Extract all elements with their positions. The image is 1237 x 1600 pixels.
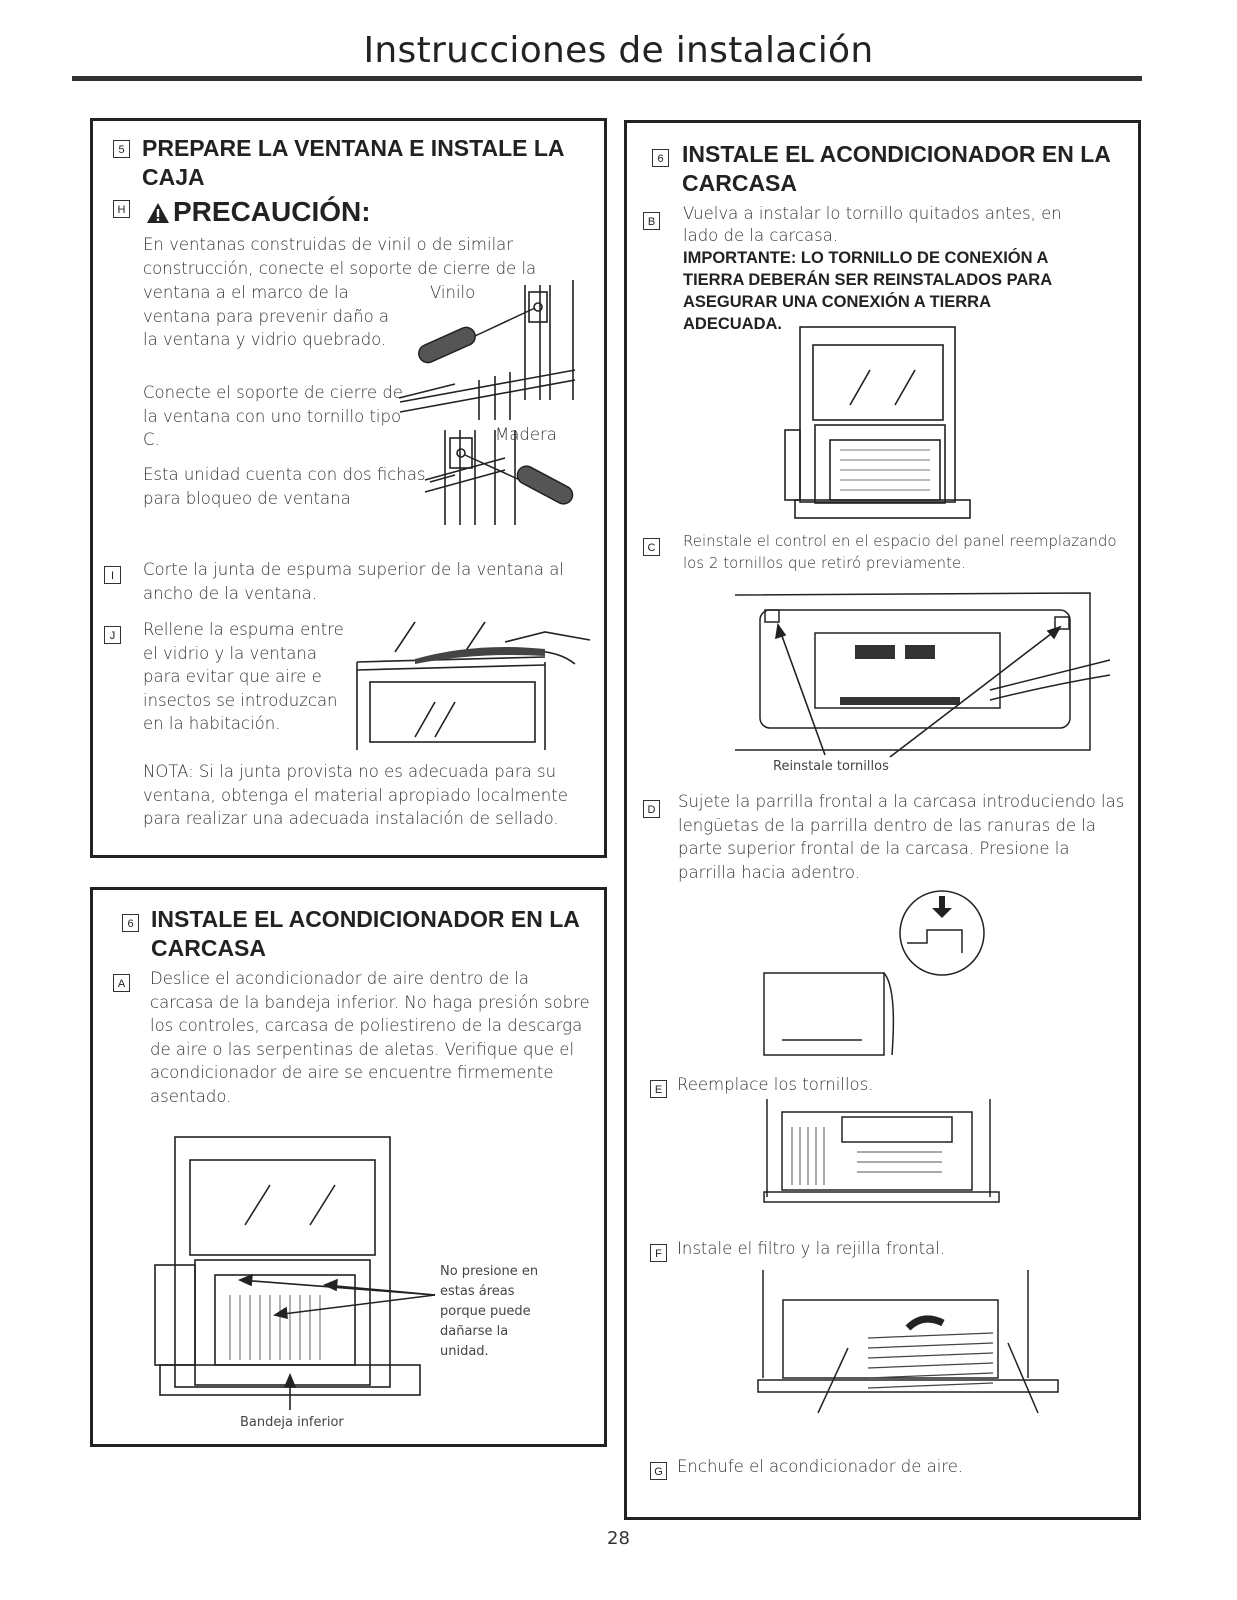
filter-grille-illustration <box>757 1270 1059 1414</box>
panel-step6a <box>90 887 607 1447</box>
step5i-text: Corte la junta de espuma superior de la … <box>143 560 564 603</box>
step6b-e-marker: E <box>650 1080 667 1098</box>
step6b-e-text: Reemplace los tornillos. <box>677 1075 874 1094</box>
grille-attach-illustration <box>763 890 985 1056</box>
step6b-f-marker: F <box>650 1244 667 1262</box>
step5h-marker: H <box>113 200 130 218</box>
step6a-marker: 6 <box>122 914 139 932</box>
caption-tray: Bandeja inferior <box>240 1415 344 1430</box>
step6b-b-text: Vuelva a instalar lo tornillo quitados a… <box>683 204 1062 245</box>
step5j-marker: J <box>104 626 121 644</box>
step6b-d-text: Sujete la parrilla frontal a la carcasa … <box>678 792 1125 882</box>
caution-heading: PRECAUCIÓN: <box>173 196 371 227</box>
step6b-c-caption: Reinstale tornillos <box>773 759 889 774</box>
warning-icon <box>147 203 169 223</box>
step6b-c-marker: C <box>643 538 660 556</box>
unit-in-case-illustration <box>154 1136 436 1410</box>
step6b-b-important: IMPORTANTE: LO TORNILLO DE CONEXIÓN A TI… <box>683 249 1052 333</box>
step6a-a-text: Deslice el acondicionador de aire dentro… <box>150 969 590 1106</box>
step6b-g-marker: G <box>650 1462 667 1480</box>
window-bracket-illustration <box>398 280 576 525</box>
step6b-marker: 6 <box>652 149 669 167</box>
step6a-heading: INSTALE EL ACONDICIONADOR EN LA CARCASA <box>151 906 580 961</box>
foam-seal-illustration <box>356 621 591 750</box>
step6b-b-marker: B <box>643 212 660 230</box>
caution-p3: Esta unidad cuenta con dos fichas para b… <box>143 465 426 508</box>
title-rule <box>72 76 1142 81</box>
label-vinyl: Vinilo <box>430 283 476 302</box>
step6b-g-text: Enchufe el acondicionador de aire. <box>677 1457 964 1476</box>
step6b-f-text: Instale el filtro y la rejilla frontal. <box>677 1239 946 1258</box>
caption-no-press: No presione en estas áreas porque puede … <box>440 1264 539 1359</box>
control-panel-illustration <box>734 592 1111 758</box>
panel-step6b <box>624 120 1141 1520</box>
step6b-d-marker: D <box>643 800 660 818</box>
step5j-text: Rellene la espuma entre el vidrio y la v… <box>143 620 344 733</box>
step6a-a-marker: A <box>113 974 130 992</box>
label-wood: Madera <box>495 425 557 444</box>
step5-marker: 5 <box>113 140 130 158</box>
page-title: Instrucciones de instalación <box>363 30 874 71</box>
caution-p1: ventana a el marco de la ventana para pr… <box>143 283 390 349</box>
step6b-heading: INSTALE EL ACONDICIONADOR EN LA CARCASA <box>682 141 1111 196</box>
page-number: 28 <box>607 1528 630 1549</box>
step5i-marker: I <box>104 566 121 584</box>
window-case-illustration <box>784 326 971 519</box>
step5j-note: NOTA: Si la junta provista no es adecuad… <box>143 762 568 828</box>
caution-intro: En ventanas construidas de vinil o de si… <box>143 235 537 278</box>
panel-step5 <box>90 118 607 858</box>
replace-screws-illustration <box>763 1099 1000 1203</box>
step6b-c-text: Reinstale el control en el espacio del p… <box>683 532 1117 572</box>
step5-heading: PREPARE LA VENTANA E INSTALE LA CAJA <box>142 135 564 190</box>
caution-p2: Conecte el soporte de cierre de la venta… <box>143 383 403 449</box>
